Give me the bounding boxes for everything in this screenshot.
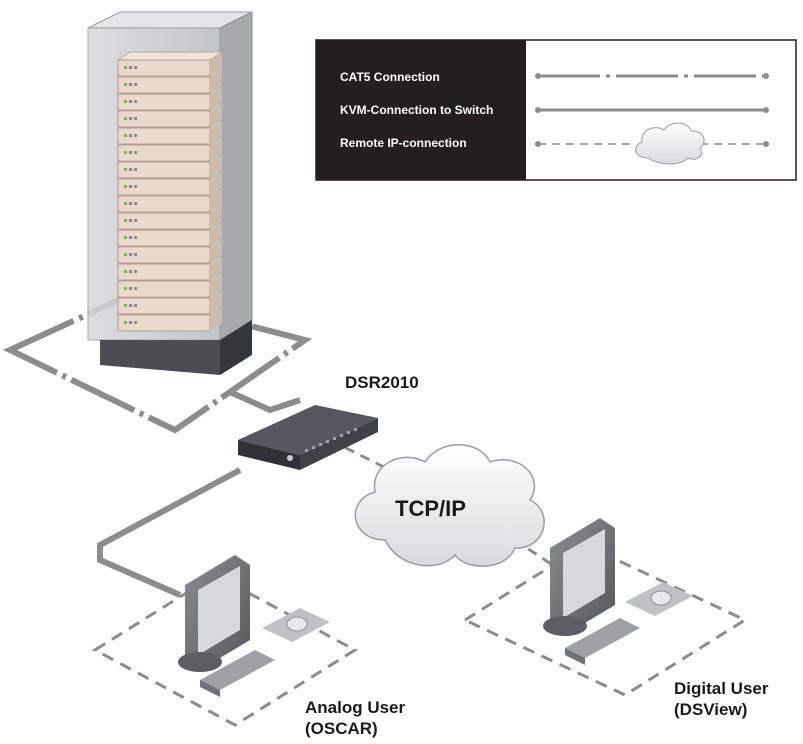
server-led <box>129 100 132 103</box>
server-led <box>124 236 127 239</box>
server-led <box>129 117 132 120</box>
server-led <box>124 304 127 307</box>
server-unit-side <box>210 52 222 76</box>
kvm-link-rack-to-switch <box>228 389 301 414</box>
server-unit-side <box>210 137 222 161</box>
server-led <box>129 219 132 222</box>
server-led <box>129 321 132 324</box>
server-led <box>134 321 137 324</box>
server-unit-side <box>210 256 222 280</box>
server-led <box>124 66 127 69</box>
server-led <box>134 219 137 222</box>
server-unit-side <box>210 307 222 331</box>
server-unit-side <box>210 205 222 229</box>
mouse-icon <box>262 608 330 642</box>
server-rack <box>87 11 253 375</box>
keyboard-icon <box>565 618 640 665</box>
server-led <box>134 66 137 69</box>
server-led <box>124 287 127 290</box>
legend-line-kvm <box>535 107 769 113</box>
server-led <box>124 321 127 324</box>
server-led <box>129 185 132 188</box>
legend-label-cat5: CAT5 Connection <box>340 70 440 84</box>
server-led <box>124 185 127 188</box>
legend: CAT5 Connection KVM-Connection to Switch… <box>315 39 797 181</box>
legend-label-kvm: KVM-Connection to Switch <box>340 103 493 117</box>
network-label: TCP/IP <box>395 496 466 521</box>
mouse-icon <box>625 582 693 616</box>
server-led <box>124 202 127 205</box>
tcpip-cloud-icon <box>354 444 545 567</box>
server-led <box>129 66 132 69</box>
server-unit-side <box>210 86 222 110</box>
kvm-link-switch-to-analog <box>97 467 242 598</box>
keyboard-icon <box>200 650 275 697</box>
server-led <box>124 134 127 137</box>
server-unit-side <box>210 188 222 212</box>
server-led <box>129 151 132 154</box>
server-led <box>129 236 132 239</box>
legend-label-remote-ip: Remote IP-connection <box>340 136 467 150</box>
server-led <box>134 168 137 171</box>
server-led <box>134 304 137 307</box>
server-led <box>129 134 132 137</box>
server-stack <box>116 51 224 332</box>
server-led <box>124 168 127 171</box>
digital-user-label: Digital User (DSView) <box>674 679 773 719</box>
server-led <box>124 117 127 120</box>
server-unit-side <box>210 273 222 297</box>
server-led <box>134 100 137 103</box>
monitor-icon <box>178 555 250 672</box>
server-unit-side <box>210 154 222 178</box>
server-stack-top <box>116 51 224 61</box>
server-led <box>129 202 132 205</box>
server-unit-side <box>210 239 222 263</box>
legend-cloud-icon <box>635 122 705 165</box>
server-led <box>129 270 132 273</box>
server-led <box>124 100 127 103</box>
digital-user-workstation <box>461 518 749 697</box>
server-led <box>124 151 127 154</box>
server-led <box>124 83 127 86</box>
server-led <box>134 117 137 120</box>
server-led <box>134 134 137 137</box>
server-led <box>134 270 137 273</box>
dsr2010-switch <box>238 405 378 470</box>
server-led <box>134 202 137 205</box>
server-led <box>124 270 127 273</box>
server-unit-side <box>210 120 222 144</box>
analog-user-workstation <box>92 555 358 727</box>
server-led <box>129 253 132 256</box>
server-led <box>129 83 132 86</box>
server-led <box>134 253 137 256</box>
legend-line-remote-ip <box>535 122 769 165</box>
ip-link-switch-to-cloud <box>329 438 391 472</box>
server-led <box>134 151 137 154</box>
switch-label: DSR2010 <box>345 373 419 392</box>
server-unit-side <box>210 69 222 93</box>
server-led <box>129 287 132 290</box>
server-led <box>134 185 137 188</box>
server-led <box>129 168 132 171</box>
server-unit-side <box>210 171 222 195</box>
server-led <box>124 219 127 222</box>
monitor-icon <box>543 518 615 636</box>
server-unit-side <box>210 103 222 127</box>
server-unit-side <box>210 290 222 314</box>
server-led <box>134 83 137 86</box>
server-led <box>134 236 137 239</box>
server-led <box>124 253 127 256</box>
analog-user-label: Analog User (OSCAR) <box>305 698 410 738</box>
server-led <box>134 287 137 290</box>
server-led <box>129 304 132 307</box>
server-unit-side <box>210 222 222 246</box>
legend-line-cat5 <box>535 73 769 79</box>
